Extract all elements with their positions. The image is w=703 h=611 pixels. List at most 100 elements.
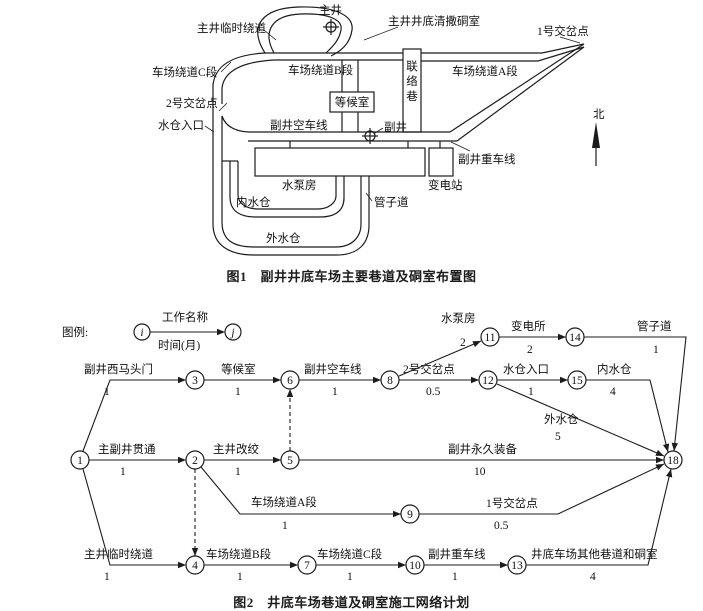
figure2-caption: 图2 井底车场巷道及硐室施工网络计划 xyxy=(233,595,470,610)
node-number: 10 xyxy=(409,560,421,572)
activity-duration: 10 xyxy=(474,466,486,478)
node-10: 10 xyxy=(405,555,425,575)
node-2: 2 xyxy=(185,450,205,470)
inner-sump-label: 内水仓 xyxy=(236,195,271,209)
edge-arrow-head xyxy=(178,561,186,569)
node-number: 5 xyxy=(287,455,293,467)
roadway-west-curve xyxy=(221,115,249,160)
node-number: 13 xyxy=(511,560,523,572)
activity-duration: 1 xyxy=(452,571,458,583)
edge-arrow-head xyxy=(662,443,670,452)
node-number: 18 xyxy=(667,455,679,467)
legend-node-i-label: i xyxy=(140,327,143,339)
roadway-yard-c-inner xyxy=(221,59,275,104)
activity-name: 水仓入口 xyxy=(503,362,549,376)
node-number: 11 xyxy=(484,332,495,344)
node-number: 8 xyxy=(387,375,393,387)
node-circle xyxy=(70,450,90,470)
leader-line-3 xyxy=(220,61,232,73)
legend-activity-name-label: 工作名称 xyxy=(162,310,208,324)
roadway-yard-a-bottom xyxy=(421,46,585,62)
roadway-inner-sump-inner xyxy=(237,161,337,210)
legend-node-j xyxy=(224,323,242,341)
node-11: 11 xyxy=(480,327,500,347)
node-circle xyxy=(565,327,585,347)
node-circle xyxy=(567,370,587,390)
activity-duration: 1 xyxy=(653,344,659,356)
node-number: 9 xyxy=(407,509,413,521)
activity-15-18: 内水仓 4 xyxy=(586,362,670,453)
edge-line xyxy=(496,383,665,457)
activity-9-18: 1号交岔点 0.5 xyxy=(419,463,665,532)
activity-name: 副井永久装备 xyxy=(448,442,517,456)
edge-arrow-head xyxy=(178,456,186,464)
edge-line xyxy=(398,340,482,377)
activity-duration: 4 xyxy=(610,386,616,398)
node-circle xyxy=(507,555,527,575)
node-circle xyxy=(478,370,498,390)
activity-name: 内水仓 xyxy=(597,362,632,376)
north-label: 北 xyxy=(593,108,605,121)
node-circle xyxy=(185,450,205,470)
node-5: 5 xyxy=(280,450,300,470)
activity-name: 主井改绞 xyxy=(213,442,259,456)
legend-arrow-head xyxy=(217,328,225,336)
node-12: 12 xyxy=(478,370,498,390)
activity-duration: 1 xyxy=(120,466,126,478)
node-14: 14 xyxy=(565,327,585,347)
waiting-room-label: 等候室 xyxy=(335,95,370,109)
activity-duration: 1 xyxy=(104,571,110,583)
node-15: 15 xyxy=(567,370,587,390)
node-circle xyxy=(280,450,300,470)
node-circle xyxy=(400,504,420,524)
node-circle xyxy=(480,327,500,347)
leader-line-5 xyxy=(204,125,215,133)
pump-house-label: 水泵房 xyxy=(282,179,317,192)
node-6: 6 xyxy=(280,370,300,390)
roadway-outer-sump-inner xyxy=(221,160,362,248)
edge-arrow-head xyxy=(560,376,568,384)
main-shaft-symbol xyxy=(323,19,339,35)
activity-name: 1号交岔点 xyxy=(486,496,538,510)
junction-1-label: 1号交岔点 xyxy=(537,24,589,38)
waiting-room-box xyxy=(329,91,375,113)
activity-name: 副井西马头门 xyxy=(84,362,153,376)
node-13: 13 xyxy=(507,555,527,575)
edge-arrow-head xyxy=(471,376,479,384)
node-circle xyxy=(185,370,205,390)
aux-shaft-symbol xyxy=(362,128,378,144)
roadway-yard-a-top xyxy=(421,43,585,54)
aux-shaft-label: 副井 xyxy=(384,120,407,134)
node-9: 9 xyxy=(400,504,420,524)
edge-arrow-head xyxy=(666,469,673,478)
main-shaft-label: 主井 xyxy=(319,3,342,17)
dummy-2-4 xyxy=(191,469,199,556)
activity-duration: 0.5 xyxy=(494,520,509,532)
edge-line xyxy=(584,336,687,452)
pump-house-box xyxy=(254,147,426,177)
roadway-inner-sump-outer xyxy=(229,161,345,218)
pipe-way-label: 管子道 xyxy=(374,195,409,209)
node-4: 4 xyxy=(185,555,205,575)
node-1: 1 xyxy=(70,450,90,470)
activity-name: 水泵房 xyxy=(441,312,476,325)
activity-5-18: 副井永久装备 10 xyxy=(299,442,664,478)
activity-duration: 1 xyxy=(237,571,243,583)
activity-duration: 1 xyxy=(104,386,110,398)
node-number: 3 xyxy=(192,375,198,387)
legend-node-j-label: j xyxy=(229,327,234,339)
activity-duration: 2 xyxy=(527,344,533,356)
edge-arrow-head xyxy=(656,456,664,464)
edge-arrow-head xyxy=(398,561,406,569)
edge-line xyxy=(200,466,401,515)
